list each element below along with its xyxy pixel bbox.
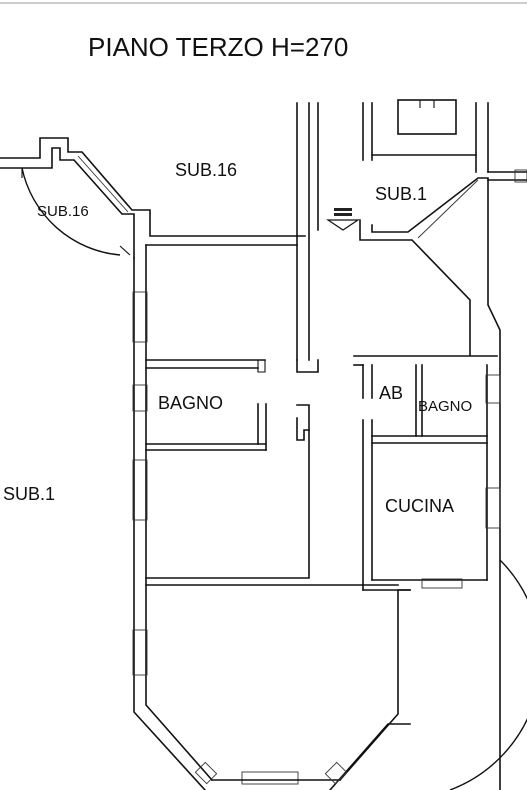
- right-partitions: [353, 355, 527, 790]
- entrance-walls: [359, 177, 501, 790]
- label-sub16-top: SUB.16: [175, 160, 237, 180]
- apartment-outline: [132, 244, 411, 790]
- door-swing-left: [21, 167, 121, 256]
- plan-title: PIANO TERZO H=270: [88, 32, 348, 62]
- label-sub1-left: SUB.1: [3, 484, 55, 504]
- entrance-arrow: [326, 208, 360, 231]
- door-swing-right: [449, 559, 527, 790]
- label-cucina: CUCINA: [385, 496, 454, 516]
- label-bagno-small: BAGNO: [418, 398, 472, 415]
- left-partitions: [145, 235, 399, 586]
- label-sub16-left: SUB.16: [37, 203, 89, 220]
- label-sub1-top: SUB.1: [375, 184, 427, 204]
- shaft-box: [371, 99, 527, 183]
- corridor-walls: [296, 102, 373, 361]
- label-bagno-main: BAGNO: [158, 393, 223, 413]
- landing-walls: [0, 137, 306, 259]
- label-ab: AB: [379, 383, 403, 403]
